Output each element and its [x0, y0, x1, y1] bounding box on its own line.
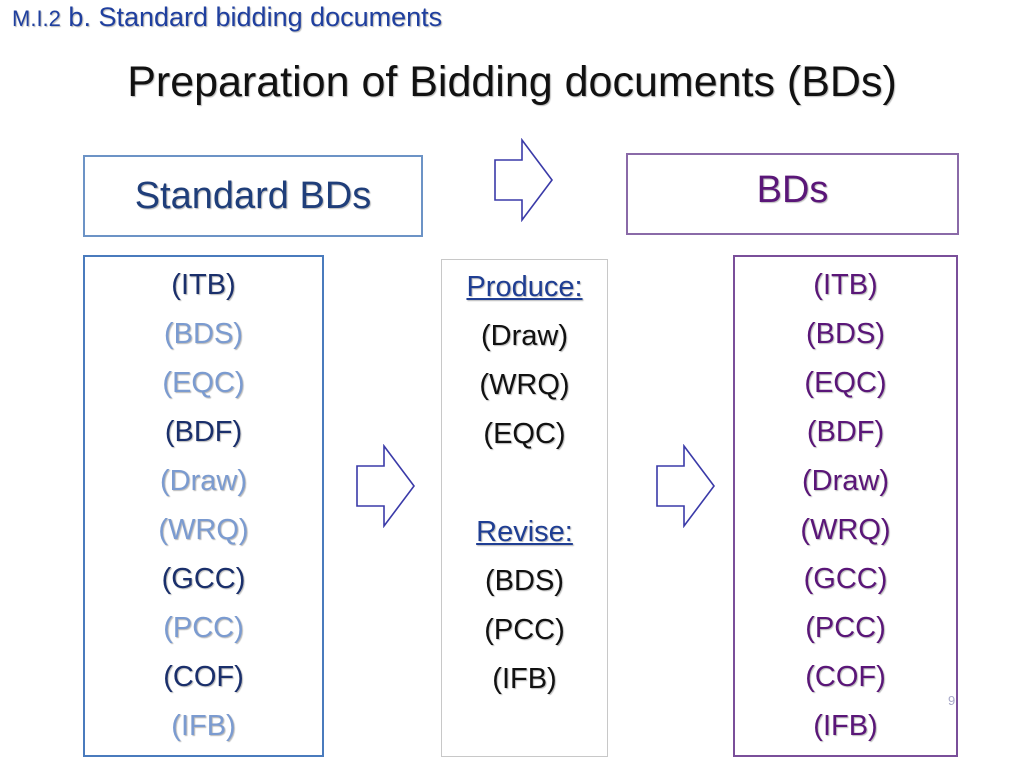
list-item: (GCC) [803, 563, 888, 595]
revise-label: Revise: [476, 516, 573, 548]
spacer [442, 459, 607, 508]
list-item: (BDS) [485, 565, 564, 597]
list-item: (Draw) [802, 465, 889, 497]
list-item: (WRQ) [158, 514, 249, 546]
bds-header: BDs [626, 153, 959, 235]
list-item: (PCC) [805, 612, 886, 644]
standard-bds-header-label: Standard BDs [134, 174, 372, 217]
right-arrow-icon [656, 444, 715, 528]
list-item: (ITB) [813, 269, 878, 301]
list-item: (BDF) [806, 416, 885, 448]
list-item: (IFB) [492, 663, 557, 695]
list-item: (Draw) [481, 320, 568, 352]
list-item: (IFB) [171, 710, 236, 742]
produce-label: Produce: [466, 271, 583, 303]
breadcrumb: M.I.2 b. Standard bidding documents [12, 2, 442, 33]
list-item: (PCC) [484, 614, 565, 646]
section-heading: b. Standard bidding documents [68, 2, 443, 32]
list-item: (Draw) [160, 465, 247, 497]
list-item: (IFB) [813, 710, 878, 742]
slide-number: 9 [948, 693, 956, 708]
section-code: M.I.2 [12, 6, 61, 31]
list-item: (EQC) [162, 367, 245, 399]
list-item: (BDS) [164, 318, 243, 350]
right-arrow-icon [356, 444, 415, 528]
list-item: (COF) [805, 661, 886, 693]
list-item: (WRQ) [479, 369, 570, 401]
list-item: (EQC) [483, 418, 566, 450]
list-item: (EQC) [804, 367, 887, 399]
standard-bds-list: (ITB) (BDS) (EQC) (BDF) (Draw) (WRQ) (GC… [83, 255, 324, 757]
bds-list: (ITB) (BDS) (EQC) (BDF) (Draw) (WRQ) (GC… [733, 255, 958, 757]
list-item: (GCC) [161, 563, 246, 595]
list-item: (COF) [163, 661, 244, 693]
standard-bds-header: Standard BDs [83, 155, 423, 237]
list-item: (PCC) [163, 612, 244, 644]
process-steps-panel: Produce: (Draw) (WRQ) (EQC) Revise: (BDS… [441, 259, 608, 757]
list-item: (WRQ) [800, 514, 891, 546]
list-item: (ITB) [171, 269, 236, 301]
bds-header-label: BDs [756, 169, 829, 211]
list-item: (BDF) [164, 416, 243, 448]
list-item: (BDS) [806, 318, 885, 350]
page-title: Preparation of Bidding documents (BDs) [127, 58, 897, 106]
right-arrow-icon [494, 138, 553, 222]
